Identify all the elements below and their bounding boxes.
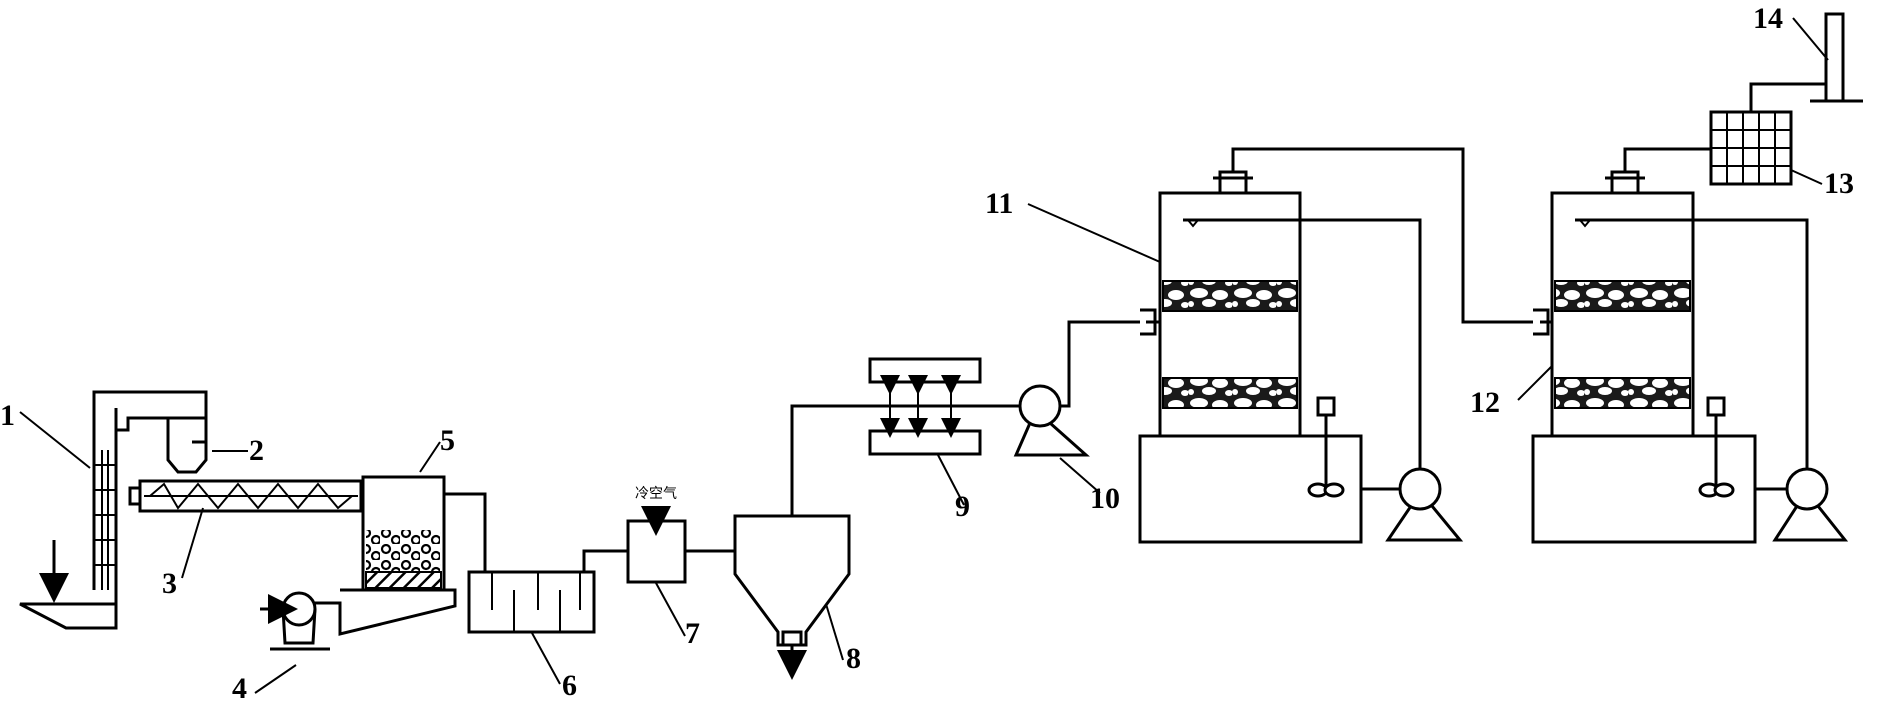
label-12: 12 xyxy=(1470,386,1500,419)
label-5: 5 xyxy=(440,424,455,457)
feed-hopper xyxy=(166,416,208,474)
label-3: 3 xyxy=(162,567,177,600)
label-8: 8 xyxy=(846,642,861,675)
label-10: 10 xyxy=(1090,482,1120,515)
scrubber-tower-1 xyxy=(1138,147,1533,544)
label-9: 9 xyxy=(955,490,970,523)
feed-pump xyxy=(260,588,457,651)
heat-exchanger xyxy=(868,357,1020,456)
label-1: 1 xyxy=(0,399,15,432)
label-7: 7 xyxy=(685,617,700,650)
label-6: 6 xyxy=(562,669,577,702)
leader-lines xyxy=(19,17,1829,694)
screw-conveyor xyxy=(128,479,363,513)
label-2: 2 xyxy=(249,434,264,467)
exhaust-stack xyxy=(1810,12,1863,103)
cold-air-note: 冷空气 xyxy=(635,486,677,502)
label-11: 11 xyxy=(985,187,1013,220)
induced-draft-fan xyxy=(1013,320,1140,457)
scrubber-tower-2 xyxy=(1531,147,1849,544)
settling-tank xyxy=(467,549,628,634)
bucket-elevator xyxy=(19,390,208,630)
air-cooler: 冷空气 xyxy=(626,486,735,584)
cyclone-separator xyxy=(733,404,980,680)
filter-unit xyxy=(1709,82,1826,186)
label-4: 4 xyxy=(232,672,247,702)
label-14: 14 xyxy=(1753,2,1783,35)
label-13: 13 xyxy=(1824,167,1854,200)
